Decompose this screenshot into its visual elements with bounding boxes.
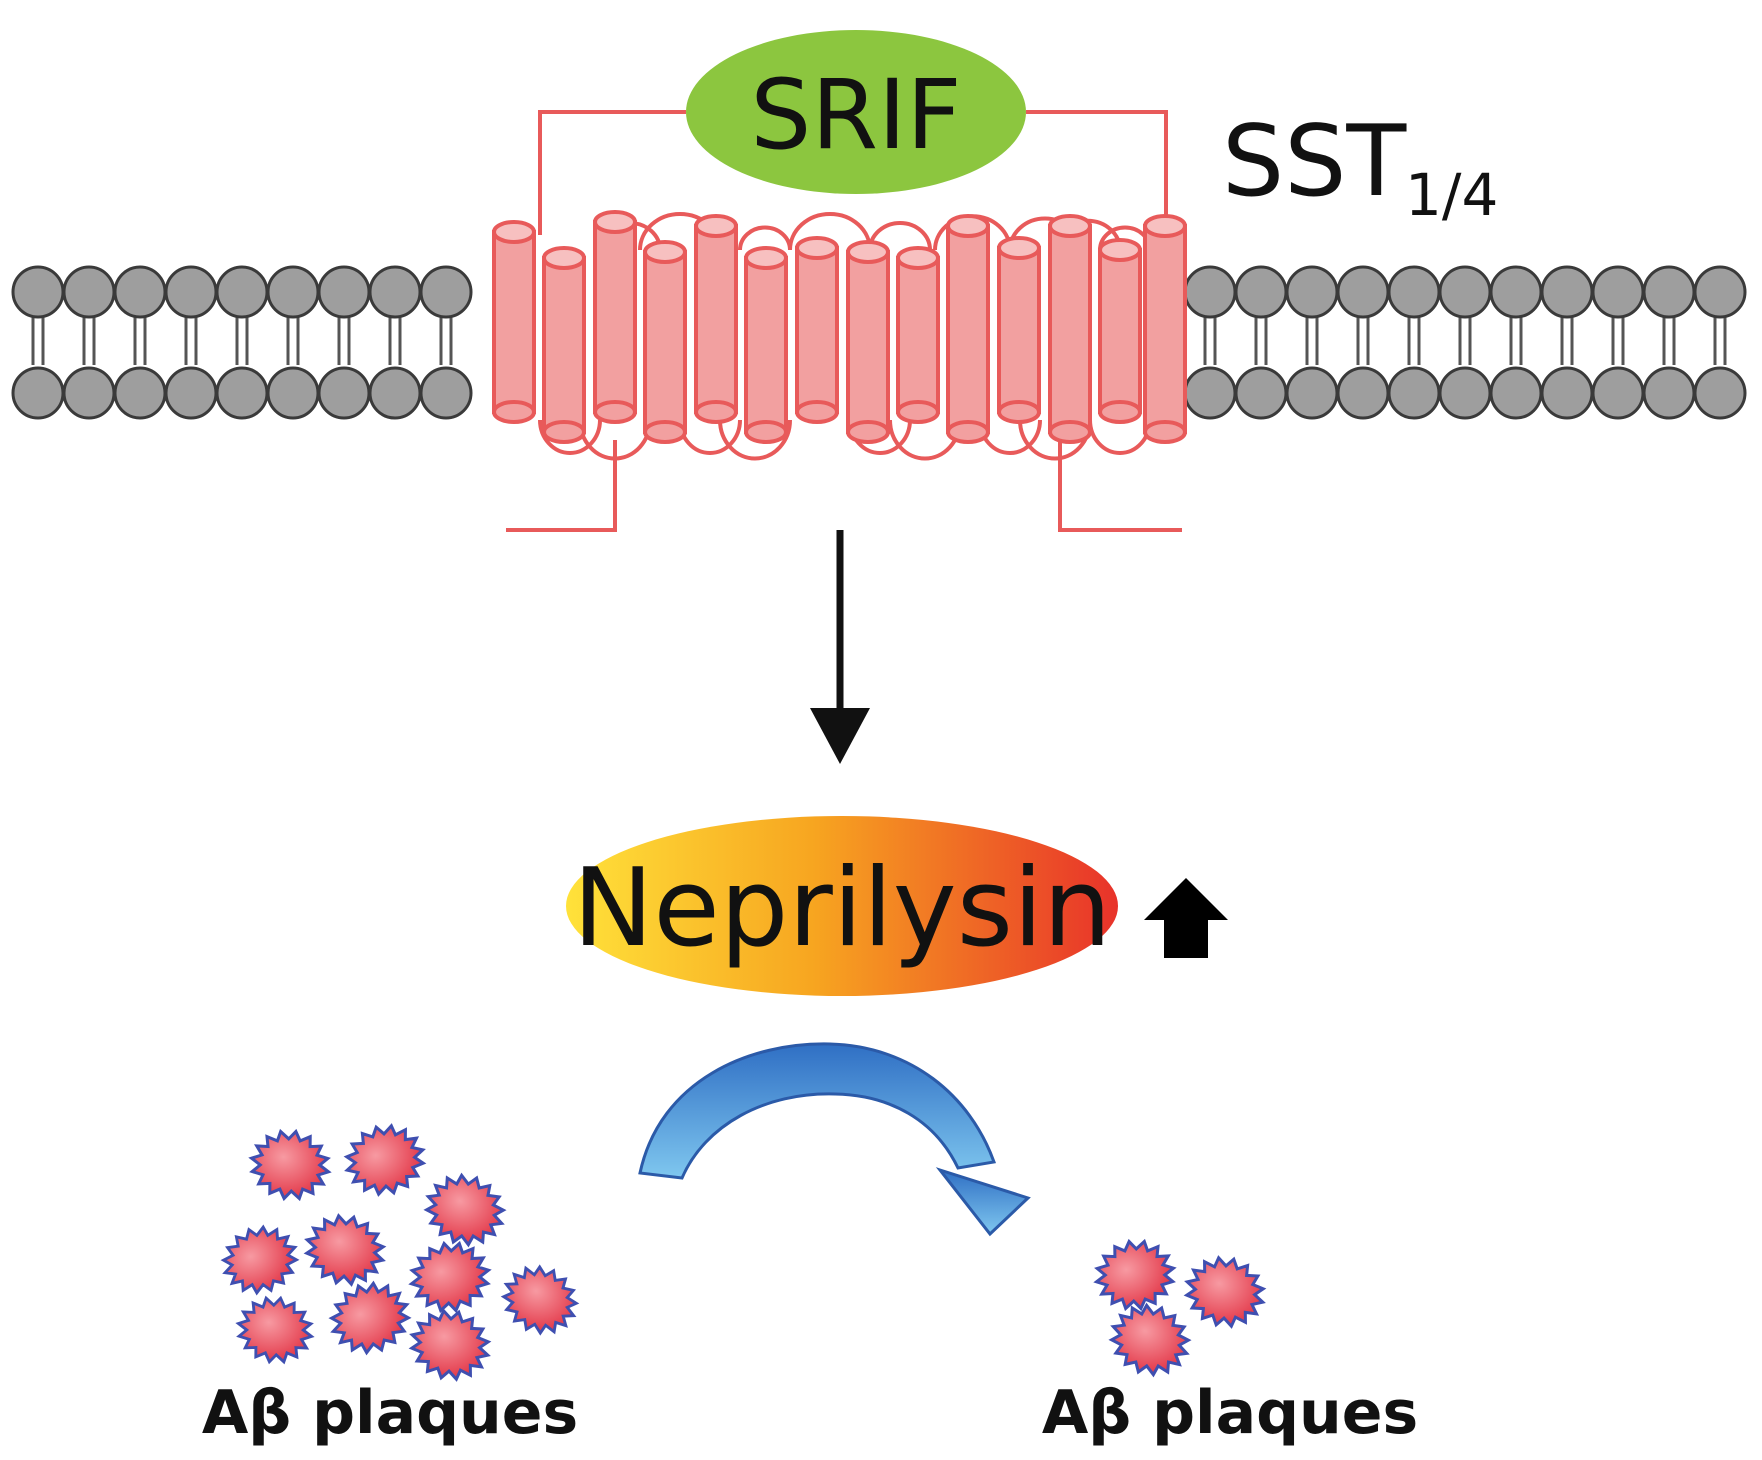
plaque-cluster-before (220, 1123, 580, 1382)
amyloid-plaque (235, 1295, 315, 1365)
neprilysin-node: Neprilysin (566, 816, 1118, 996)
amyloid-plaque (220, 1224, 300, 1296)
amyloid-plaque (500, 1264, 580, 1336)
amyloid-plaque (343, 1123, 427, 1197)
neprilysin-label: Neprilysin (573, 846, 1112, 971)
amyloid-plaque (1108, 1302, 1192, 1378)
srif-ligand: SRIF (686, 30, 1026, 194)
plaque-cluster-after (1093, 1238, 1267, 1378)
signal-arrow (810, 530, 870, 764)
sst-receptor (492, 110, 1187, 532)
degradation-arrow (638, 1042, 1031, 1237)
srif-label: SRIF (750, 59, 961, 171)
amyloid-plaque (408, 1308, 492, 1382)
amyloid-plaque (1183, 1255, 1267, 1329)
increase-arrow-icon (1144, 878, 1228, 958)
receptor-name-main: SST (1222, 105, 1407, 219)
plaques-after-label: Aβ plaques (1042, 1378, 1418, 1448)
amyloid-plaque (248, 1128, 332, 1202)
amyloid-plaque (328, 1280, 412, 1356)
cell-membrane (11, 265, 1747, 420)
receptor-name-sub: 1/4 (1405, 161, 1498, 229)
amyloid-plaque (408, 1240, 492, 1314)
amyloid-plaque (303, 1213, 387, 1287)
receptor-label: SST 1/4 (1222, 105, 1498, 229)
amyloid-plaque (1093, 1238, 1177, 1312)
amyloid-plaque (423, 1172, 507, 1248)
plaques-before-label: Aβ plaques (202, 1378, 578, 1448)
